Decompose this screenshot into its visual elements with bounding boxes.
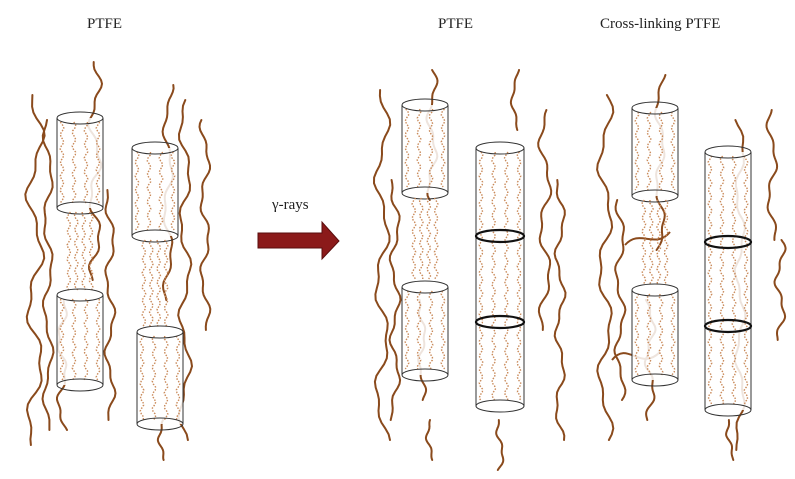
chain xyxy=(496,420,503,470)
chain xyxy=(374,90,390,440)
cylinder-body xyxy=(57,118,103,208)
cylinder-body xyxy=(632,108,678,196)
chain xyxy=(597,95,613,440)
amorphous-link xyxy=(67,212,93,290)
chain xyxy=(511,70,519,130)
helix-strand xyxy=(142,240,146,327)
helix-strand xyxy=(164,240,168,327)
helix-strand xyxy=(420,198,424,279)
amorphous-link xyxy=(412,198,438,279)
chain xyxy=(200,120,211,330)
chain xyxy=(775,240,786,340)
cylinder-c xyxy=(132,142,178,242)
cylinder-d xyxy=(137,326,183,430)
chain xyxy=(25,95,44,445)
cylinder-i xyxy=(632,284,678,386)
chain xyxy=(158,420,164,460)
helix-strand xyxy=(67,212,71,290)
cylinder-body xyxy=(476,148,524,406)
cross-link xyxy=(625,232,670,245)
cylinder-body xyxy=(402,105,448,193)
gamma-ray-arrow xyxy=(258,222,339,259)
helix-strand xyxy=(427,198,431,279)
cylinder-a xyxy=(57,112,103,214)
chain xyxy=(538,110,551,330)
crystalline-cylinders xyxy=(57,99,751,430)
helix-strand xyxy=(75,212,79,290)
cylinder-body xyxy=(137,332,183,424)
helix-strand xyxy=(412,198,416,279)
cylinder-f xyxy=(402,281,448,381)
helix-strand xyxy=(150,240,154,327)
helix-strand xyxy=(642,200,646,284)
chain xyxy=(105,190,116,420)
cylinder-body xyxy=(402,287,448,375)
arrow-shape xyxy=(258,222,339,259)
cylinder-g xyxy=(476,142,524,412)
helix-strand xyxy=(657,200,661,284)
chain xyxy=(43,120,54,430)
cylinder-j xyxy=(705,146,751,416)
cylinder-body xyxy=(132,148,178,236)
chain xyxy=(767,110,778,240)
helix-strand xyxy=(434,198,438,279)
cylinder-b xyxy=(57,289,103,391)
chain xyxy=(426,420,432,460)
helix-strand xyxy=(650,200,654,284)
cylinder-h xyxy=(632,102,678,202)
cylinder-e xyxy=(402,99,448,199)
chain xyxy=(555,180,566,440)
chain xyxy=(726,420,733,460)
helix-strand xyxy=(157,240,161,327)
chain xyxy=(614,200,625,400)
chain xyxy=(390,180,401,420)
helix-strand xyxy=(82,212,86,290)
